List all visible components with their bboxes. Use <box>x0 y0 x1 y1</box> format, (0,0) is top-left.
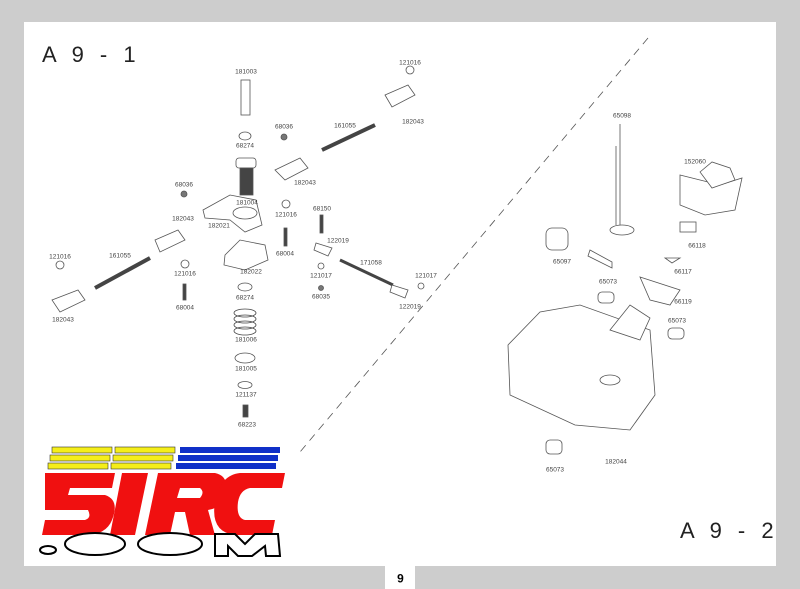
part-label: 66117 <box>674 268 692 276</box>
part-label: 182043 <box>402 118 424 126</box>
page-number: 6 <box>385 566 415 589</box>
part-label: 68274 <box>235 294 255 302</box>
part-label: 181003 <box>235 68 257 76</box>
part-label: 182022 <box>240 268 262 276</box>
part-label: 121016 <box>174 270 196 278</box>
part-label: 161055 <box>109 252 131 260</box>
part-label: 121137 <box>235 391 257 399</box>
part-label: 182043 <box>294 179 316 187</box>
part-label: 161055 <box>334 122 356 130</box>
part-label: 68004 <box>275 250 295 258</box>
part-label: 121016 <box>275 211 297 219</box>
part-label: 181005 <box>235 365 257 373</box>
part-label: 121016 <box>49 253 71 261</box>
part-label: 181004 <box>236 199 258 207</box>
part-label: 65073 <box>667 317 687 325</box>
part-label: 171058 <box>360 259 382 267</box>
part-label: 66119 <box>674 298 692 306</box>
part-label: 68035 <box>311 293 331 301</box>
linkages <box>51 65 425 313</box>
5irc-logo <box>39 446 285 557</box>
part-label: 122019 <box>399 303 421 311</box>
section-divider <box>299 37 649 453</box>
part-label: 181006 <box>235 336 257 344</box>
part-label: 152060 <box>684 158 706 166</box>
part-label: 66118 <box>688 242 706 250</box>
part-label: 65097 <box>552 258 572 266</box>
fuel-tank <box>507 124 743 455</box>
part-label: 122019 <box>327 237 349 245</box>
part-label: 182044 <box>605 458 627 466</box>
part-label: 121017 <box>310 272 332 280</box>
part-label: 68036 <box>174 181 194 189</box>
part-label: 121017 <box>415 272 437 280</box>
part-label: 68004 <box>175 304 195 312</box>
part-label: 182043 <box>52 316 74 324</box>
part-label: 65073 <box>545 466 565 474</box>
part-label: 65098 <box>612 112 632 120</box>
steering-post <box>202 79 269 418</box>
part-label: 68036 <box>274 123 294 131</box>
part-label: 121016 <box>399 59 421 67</box>
page-number-text: 6 <box>396 570 404 585</box>
part-label: 182021 <box>208 222 230 230</box>
section-title-a9-1: A 9 - 1 <box>42 42 141 67</box>
part-label: 68223 <box>237 421 257 429</box>
part-label: 68150 <box>312 205 332 213</box>
part-label: 182043 <box>172 215 194 223</box>
section-title-a9-2: A 9 - 2 <box>680 518 779 543</box>
part-label: 68274 <box>235 142 255 150</box>
part-label: 65073 <box>598 278 618 286</box>
